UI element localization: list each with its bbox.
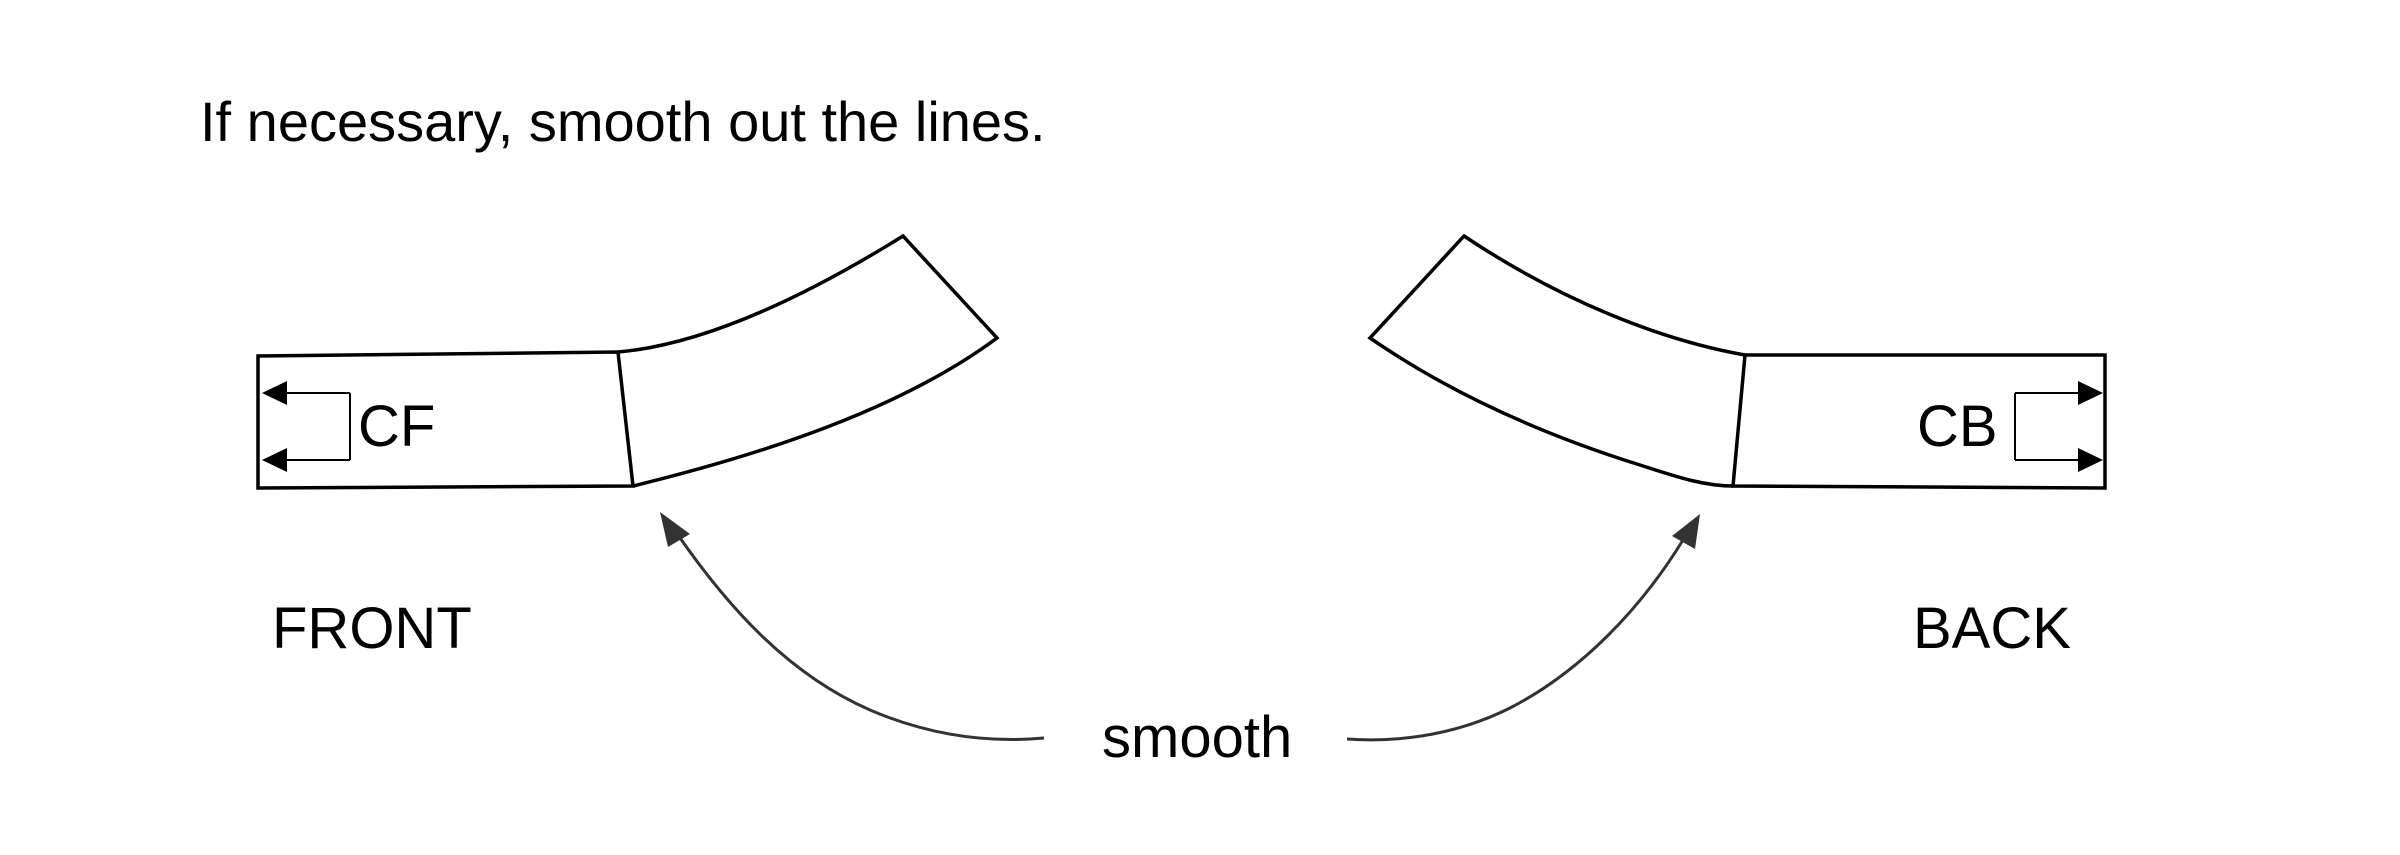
cb-fold-arrows (2014, 381, 2103, 472)
back-label: BACK (1913, 596, 2071, 661)
front-rect-section (256, 350, 635, 490)
center-back-mark: CB (1917, 394, 1998, 459)
back-rect-section (1731, 353, 2107, 490)
smooth-label: smooth (1102, 705, 1293, 770)
back-wing-section (1367, 233, 1746, 488)
center-front-mark: CF (358, 394, 436, 459)
back-pattern-piece (1367, 233, 2107, 490)
smooth-arrow-left (660, 512, 1045, 742)
front-wing-section (617, 233, 1000, 488)
cf-fold-arrows (262, 381, 351, 472)
front-pattern-piece (256, 233, 1000, 490)
front-label: FRONT (272, 596, 472, 661)
instruction-text: If necessary, smooth out the lines. (200, 90, 1046, 153)
smooth-arrow-right (1346, 514, 1700, 742)
